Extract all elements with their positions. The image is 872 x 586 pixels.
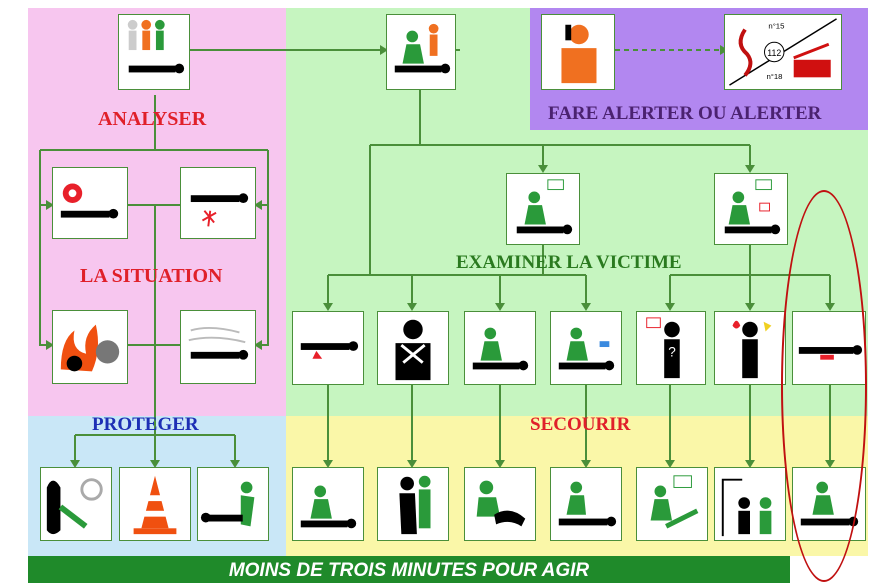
- title-examiner: EXAMINER LA VICTIME: [456, 252, 682, 273]
- highlight-oval: [781, 190, 867, 582]
- title-situation: LA SITUATION: [80, 265, 223, 287]
- title-secourir: SECOURIR: [530, 414, 631, 435]
- unconscious-breathing-icon: [464, 311, 536, 385]
- number-112: 112: [767, 48, 781, 58]
- electric-hazard-icon: [52, 167, 128, 239]
- first-aider-kneeling-icon: [386, 14, 456, 90]
- talk-to-victim-icon: [636, 467, 708, 541]
- title-alerter: FARE ALERTER OU ALERTER: [548, 103, 822, 124]
- drag-victim-icon: [197, 467, 269, 541]
- burn-victim-icon: [714, 311, 786, 385]
- bleeding-victim-icon: [292, 311, 364, 385]
- back-blows-icon: [377, 467, 449, 541]
- title-proteger: PROTEGER: [92, 414, 199, 435]
- number-15: n°15: [768, 22, 784, 31]
- cpr-defibrillation-icon: [550, 467, 622, 541]
- phone-caller-icon: [541, 14, 615, 90]
- witnesses-and-victim-icon: [118, 14, 190, 90]
- title-analyser: ANALYSER: [98, 108, 207, 130]
- gas-hazard-icon: [180, 310, 256, 384]
- emergency-services-icon: 112 n°15 n°18: [724, 14, 842, 90]
- cardiac-arrest-icon: [550, 311, 622, 385]
- compress-wound-icon: [292, 467, 364, 541]
- cut-power-icon: [40, 467, 112, 541]
- check-consciousness-icon: [506, 173, 580, 245]
- choking-victim-icon: [377, 311, 449, 385]
- footer-banner: MOINS DE TROIS MINUTES POUR AGIR: [28, 556, 790, 583]
- number-18: n°18: [766, 72, 782, 81]
- spark-hazard-icon: [180, 167, 256, 239]
- fire-hazard-icon: [52, 310, 128, 384]
- malaise-victim-icon: ?: [636, 311, 706, 385]
- traffic-cone-icon: [119, 467, 191, 541]
- cool-burn-icon: [714, 467, 786, 541]
- svg-text:?: ?: [668, 345, 676, 360]
- check-breathing-icon: [714, 173, 788, 245]
- recovery-position-icon: [464, 467, 536, 541]
